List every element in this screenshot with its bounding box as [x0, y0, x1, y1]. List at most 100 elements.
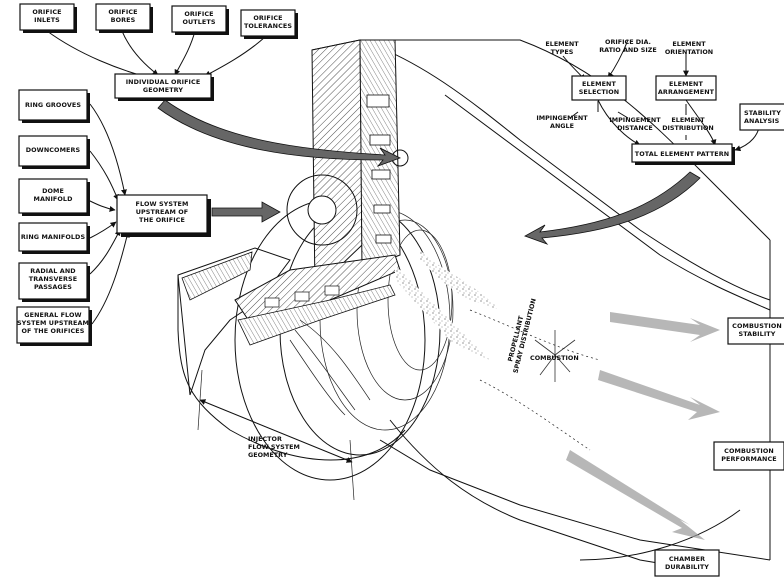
orifice-dia-line1: ORIFICE DIA. [605, 38, 651, 46]
impingement-distance-label: IMPINGEMENT DISTANCE [609, 116, 661, 132]
svg-text:ELEMENT: ELEMENT [582, 80, 616, 88]
ring-grooves-box: RING GROOVES [19, 90, 90, 123]
flow-system-upstream-line2: UPSTREAM OF [136, 208, 189, 216]
element-types-label: ELEMENT TYPES [545, 40, 579, 56]
svg-text:GENERAL FLOW: GENERAL FLOW [24, 311, 81, 319]
svg-text:TOTAL ELEMENT PATTERN: TOTAL ELEMENT PATTERN [635, 150, 730, 158]
svg-text:DURABILITY: DURABILITY [665, 563, 709, 571]
orifice-outlets-line1: ORIFICE [184, 10, 213, 18]
svg-text:ANALYSIS: ANALYSIS [744, 117, 780, 125]
svg-text:IMPINGEMENT: IMPINGEMENT [536, 114, 588, 122]
chamber-durability-line1: CHAMBER [669, 555, 705, 563]
svg-text:DOME: DOME [42, 187, 64, 195]
orifice-dia-label: ORIFICE DIA. RATIO AND SIZE [599, 38, 657, 54]
impingement-angle-line2: ANGLE [550, 122, 574, 130]
element-orientation-line2: ORIENTATION [665, 48, 713, 56]
element-types-line2: TYPES [551, 48, 574, 56]
orifice-tolerances-line1: ORIFICE [253, 14, 282, 22]
combustion-stability-line1: COMBUSTION [732, 322, 782, 330]
element-distribution-line2: DISTRIBUTION [662, 124, 714, 132]
chamber-durability-line2: DURABILITY [665, 563, 709, 571]
dome-manifold-line2: MANIFOLD [33, 195, 72, 203]
element-orientation-line1: ELEMENT [672, 40, 706, 48]
orifice-dia-line2: RATIO AND SIZE [599, 46, 657, 54]
svg-text:BORES: BORES [111, 16, 136, 24]
combustion-text: COMBUSTION [530, 354, 579, 362]
radial-transverse-box: RADIAL AND TRANSVERSE PASSAGES [19, 263, 90, 302]
combustion-stability-box: COMBUSTION STABILITY [728, 318, 784, 344]
injector-flow-system-line3: GEOMETRY [248, 451, 288, 459]
element-types-line1: ELEMENT [545, 40, 579, 48]
dome-manifold-line1: DOME [42, 187, 64, 195]
impingement-distance-line2: DISTANCE [617, 124, 653, 132]
svg-text:ANGLE: ANGLE [550, 122, 574, 130]
svg-text:TRANSVERSE: TRANSVERSE [29, 275, 77, 283]
element-orientation-label: ELEMENT ORIENTATION [665, 40, 713, 56]
svg-text:ORIENTATION: ORIENTATION [665, 48, 713, 56]
svg-text:INDIVIDUAL ORIFICE: INDIVIDUAL ORIFICE [126, 78, 201, 86]
impingement-angle-label: IMPINGEMENT ANGLE [536, 114, 588, 130]
orifice-tolerances-line2: TOLERANCES [244, 22, 292, 30]
svg-text:DISTANCE: DISTANCE [617, 124, 653, 132]
svg-text:ELEMENT: ELEMENT [669, 80, 703, 88]
svg-text:ORIFICE: ORIFICE [108, 8, 137, 16]
downcomers-label: DOWNCOMERS [26, 146, 81, 154]
svg-text:SELECTION: SELECTION [579, 88, 620, 96]
injector-flow-system-line2: FLOW SYSTEM [248, 443, 300, 451]
svg-text:PASSAGES: PASSAGES [34, 283, 72, 291]
svg-text:STABILITY: STABILITY [739, 330, 776, 338]
combustion-label: COMBUSTION [530, 354, 579, 362]
stability-analysis-line2: ANALYSIS [744, 117, 780, 125]
individual-orifice-geometry-box: INDIVIDUAL ORIFICE GEOMETRY [115, 74, 214, 101]
svg-text:ORIFICE: ORIFICE [253, 14, 282, 22]
svg-text:TOLERANCES: TOLERANCES [244, 22, 292, 30]
combustion-performance-box: COMBUSTION PERFORMANCE [714, 442, 784, 470]
individual-orifice-geometry-line1: INDIVIDUAL ORIFICE [126, 78, 201, 86]
element-arrangement-box: ELEMENT ARRANGEMENT [656, 76, 716, 100]
orifice-inlets-line2: INLETS [34, 16, 60, 24]
ring-manifolds-box: RING MANIFOLDS [19, 223, 90, 254]
orifice-inlets-line1: ORIFICE [32, 8, 61, 16]
orifice-bores-box: ORIFICE BORES [96, 4, 153, 33]
radial-transverse-line2: TRANSVERSE [29, 275, 77, 283]
downcomers-box: DOWNCOMERS [19, 136, 90, 169]
orifice-inlets-box: ORIFICE INLETS [20, 4, 77, 33]
svg-text:UPSTREAM OF: UPSTREAM OF [136, 208, 189, 216]
general-flow-line1: GENERAL FLOW [24, 311, 81, 319]
chamber-durability-box: CHAMBER DURABILITY [655, 550, 719, 576]
svg-text:ELEMENT: ELEMENT [671, 116, 705, 124]
svg-text:INLETS: INLETS [34, 16, 60, 24]
orifice-outlets-box: ORIFICE OUTLETS [172, 6, 229, 35]
general-flow-box: GENERAL FLOW SYSTEM UPSTREAM OF THE ORIF… [17, 307, 92, 346]
svg-text:ORIFICE: ORIFICE [32, 8, 61, 16]
radial-transverse-line3: PASSAGES [34, 283, 72, 291]
general-flow-line2: SYSTEM UPSTREAM [17, 319, 89, 327]
svg-text:COMBUSTION: COMBUSTION [724, 447, 774, 455]
element-selection-line1: ELEMENT [582, 80, 616, 88]
svg-text:GEOMETRY: GEOMETRY [248, 451, 288, 459]
svg-text:RADIAL AND: RADIAL AND [30, 267, 75, 275]
stability-analysis-box: STABILITY ANALYSIS [740, 104, 784, 130]
ring-grooves-label: RING GROOVES [25, 101, 81, 109]
ring-manifolds-label: RING MANIFOLDS [21, 233, 86, 241]
svg-text:COMBUSTION: COMBUSTION [732, 322, 782, 330]
svg-text:ORIFICE: ORIFICE [184, 10, 213, 18]
svg-text:GEOMETRY: GEOMETRY [143, 86, 183, 94]
svg-text:ELEMENT: ELEMENT [672, 40, 706, 48]
flow-system-upstream-box: FLOW SYSTEM UPSTREAM OF THE ORIFICE [117, 195, 211, 237]
orifice-bores-line2: BORES [111, 16, 136, 24]
svg-text:COMBUSTION: COMBUSTION [530, 354, 579, 362]
injector-flow-system-line1: INJECTOR [248, 435, 282, 443]
general-flow-line3: OF THE ORIFICES [22, 327, 85, 335]
svg-text:OUTLETS: OUTLETS [182, 18, 215, 26]
svg-text:INJECTOR: INJECTOR [248, 435, 282, 443]
svg-text:DISTRIBUTION: DISTRIBUTION [662, 124, 714, 132]
total-element-pattern-label: TOTAL ELEMENT PATTERN [635, 150, 730, 158]
svg-text:RING GROOVES: RING GROOVES [25, 101, 81, 109]
combustion-stability-line2: STABILITY [739, 330, 776, 338]
dome-manifold-box: DOME MANIFOLD [19, 179, 90, 216]
combustion-performance-line2: PERFORMANCE [721, 455, 777, 463]
element-selection-box: ELEMENT SELECTION [572, 76, 626, 100]
impingement-angle-line1: IMPINGEMENT [536, 114, 588, 122]
stability-analysis-line1: STABILITY [744, 109, 781, 117]
